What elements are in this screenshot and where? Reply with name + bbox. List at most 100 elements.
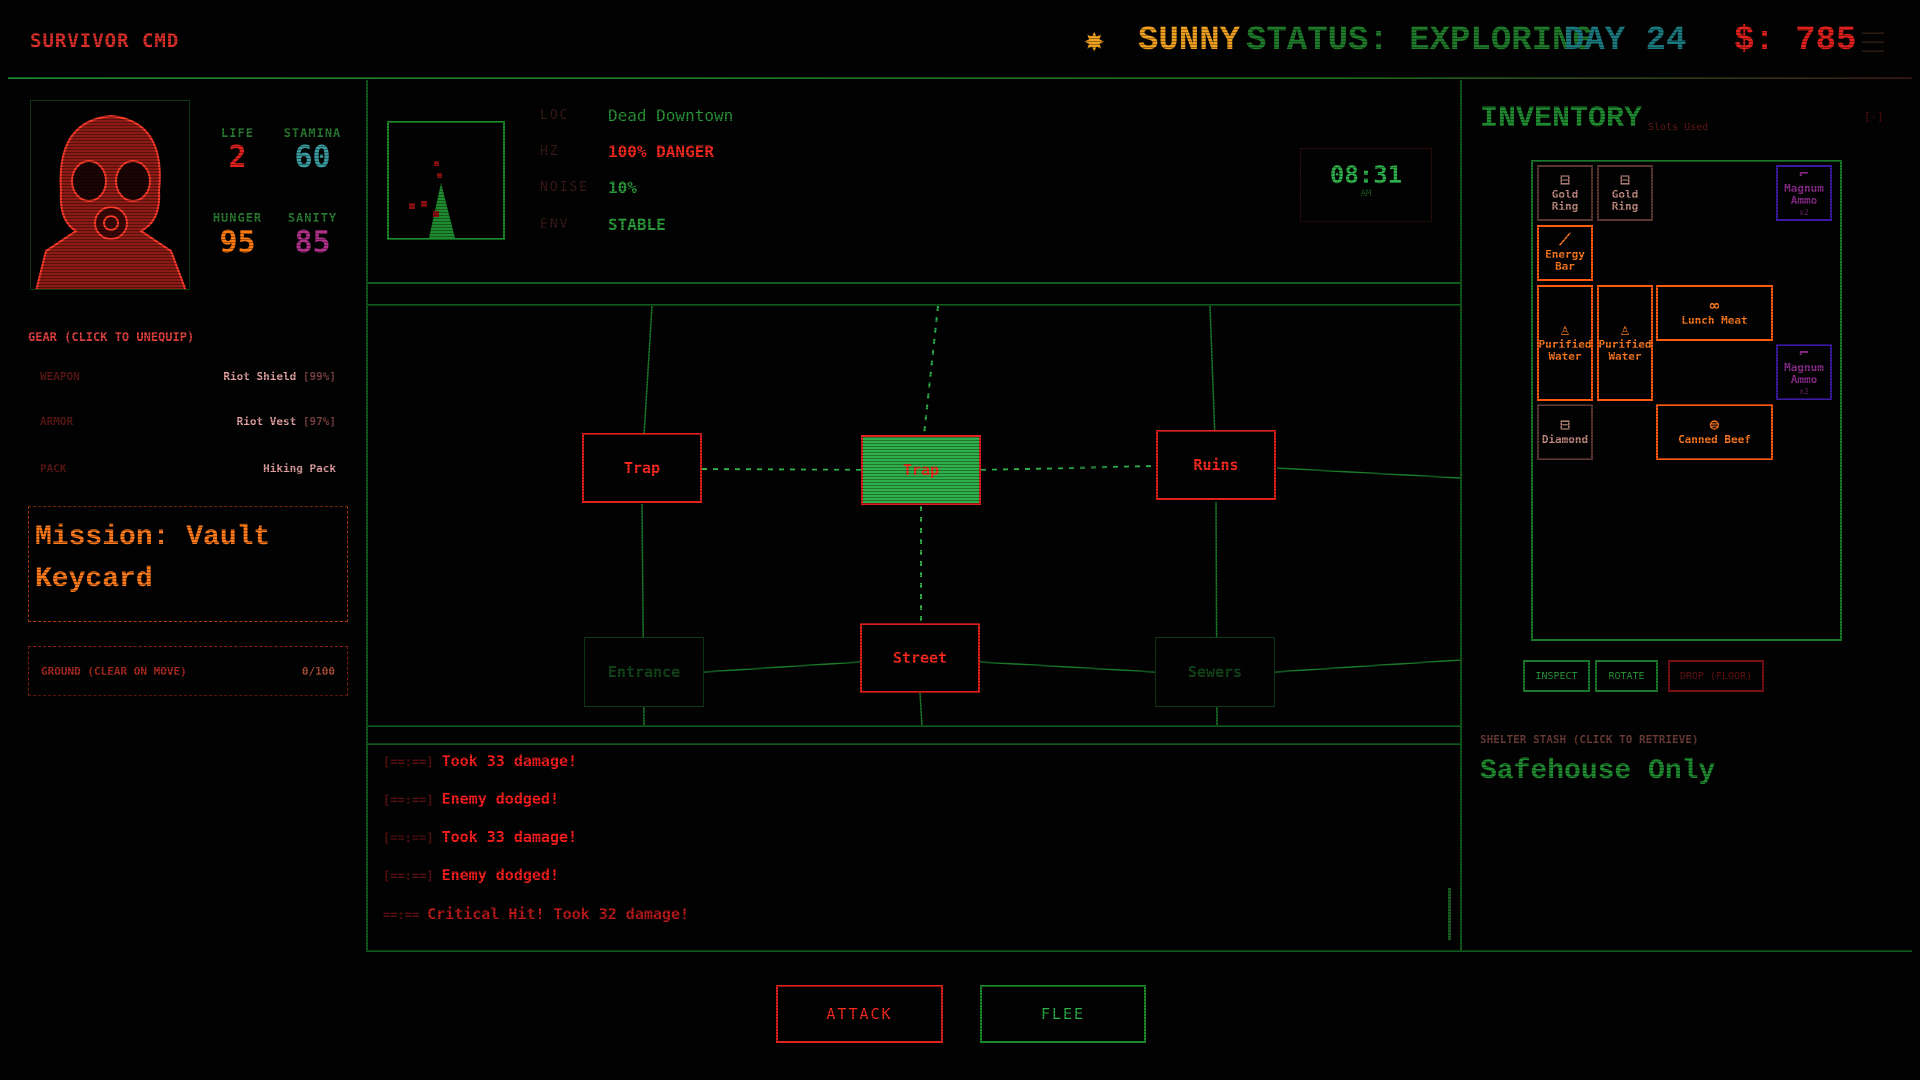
ground-box[interactable]: GROUND (CLEAR ON MOVE)0/100 <box>28 646 348 696</box>
rotate-button[interactable]: ROTATE <box>1595 660 1658 692</box>
gear-item: Hiking Pack <box>263 462 336 475</box>
ground-label: GROUND (CLEAR ON MOVE) <box>41 664 187 678</box>
log-divider <box>367 725 1460 745</box>
stat-value: 95 <box>219 225 256 260</box>
attack-button[interactable]: ATTACK <box>776 985 943 1043</box>
log-entry: [==:==] Enemy dodged! <box>383 790 559 808</box>
item-name: Purified Water <box>1598 337 1652 363</box>
loc-value: Dead Downtown <box>608 106 734 125</box>
item-qty: x2 <box>1799 386 1809 396</box>
gear-item: Riot Shield <box>223 370 297 383</box>
item-name: Energy Bar <box>1545 247 1585 273</box>
item-name: Magnum Ammo <box>1784 181 1824 207</box>
stat-value: 60 <box>294 140 331 175</box>
log-timestamp: [==:==] <box>383 755 434 769</box>
inventory-item-purified-water[interactable]: ♙Purified Water <box>1537 285 1593 401</box>
radar <box>387 121 505 240</box>
inventory-item-diamond[interactable]: ⊟Diamond <box>1537 404 1593 460</box>
log-timestamp: [==:==] <box>383 869 434 883</box>
mission-title: Mission: Vault Keycard <box>35 522 271 595</box>
map-node-trap[interactable]: Trap <box>582 433 702 503</box>
day-counter: DAY 24 <box>1564 22 1687 60</box>
gun-icon: ⌐ <box>1799 163 1809 183</box>
env-value: STABLE <box>608 215 666 234</box>
ring-box-icon: ⊟ <box>1620 169 1630 189</box>
item-qty: x2 <box>1799 207 1809 217</box>
drop-button[interactable]: DROP (FLOOR) <box>1668 660 1764 692</box>
item-name: Gold Ring <box>1551 187 1579 213</box>
stat-value: 2 <box>228 140 247 175</box>
shelter-stash-status[interactable]: Safehouse Only <box>1480 756 1716 787</box>
stat-label: HUNGER <box>212 211 263 225</box>
collapse-inventory-button[interactable]: [-] <box>1864 110 1884 123</box>
noise-label: NOISE <box>540 180 590 195</box>
log-entry: [==:==] Took 33 damage! <box>383 752 577 770</box>
inventory-title: INVENTORY <box>1480 102 1643 136</box>
log-text: Enemy dodged! <box>441 790 559 808</box>
loc-label: LOC <box>540 108 570 123</box>
log-timestamp: ==:== <box>383 908 420 922</box>
bottom-divider <box>367 950 1912 952</box>
map-node-sewers[interactable]: Sewers <box>1155 637 1275 707</box>
log-entry: ==:== Critical Hit! Took 32 damage! <box>383 905 689 923</box>
inventory-item-lunch-meat[interactable]: ∞Lunch Meat <box>1656 285 1773 341</box>
gasmask-survivor-icon <box>35 114 187 289</box>
inventory-item-canned-beef[interactable]: ⊜Canned Beef <box>1656 404 1773 460</box>
log-entry: [==:==]Took 33 damage! <box>383 828 577 846</box>
log-timestamp: [==:==] <box>383 793 434 807</box>
clock-ampm: AM <box>1360 189 1372 199</box>
inventory-grid[interactable] <box>1531 160 1842 641</box>
log-entry: [==:==] Enemy dodged! <box>383 866 559 884</box>
bar-icon: ⟋ <box>1559 229 1571 249</box>
map-node-street[interactable]: Street <box>860 623 980 693</box>
inspect-button[interactable]: INSPECT <box>1523 660 1590 692</box>
hazard-label: HZ <box>540 144 560 159</box>
meat-icon: ∞ <box>1709 295 1720 315</box>
map-node-current-trap[interactable]: Trap <box>861 435 981 505</box>
item-name: Canned Beef <box>1678 432 1751 446</box>
inventory-item-gold-ring[interactable]: ⊟Gold Ring <box>1597 165 1653 221</box>
slots-used-label: Slots Used <box>1648 122 1709 133</box>
can-icon: ⊜ <box>1709 414 1720 434</box>
gun-icon: ⌐ <box>1799 342 1809 362</box>
env-label: ENV <box>540 217 570 232</box>
inventory-item-purified-water[interactable]: ♙Purified Water <box>1597 285 1653 401</box>
gear-slot-pack[interactable]: PACK Hiking Pack <box>40 462 336 475</box>
sun-icon: ✸ <box>1084 24 1105 62</box>
gear-condition: [97%] <box>302 415 336 428</box>
stat-label: SANITY <box>287 211 338 225</box>
item-name: Magnum Ammo <box>1784 360 1824 386</box>
inventory-item-energy-bar[interactable]: ⟋Energy Bar <box>1537 225 1593 281</box>
flee-button[interactable]: FLEE <box>980 985 1146 1043</box>
log-text: Critical Hit! Took 32 damage! <box>427 905 690 923</box>
player-panel <box>6 80 368 952</box>
game-status: STATUS: EXPLORING <box>1246 22 1593 60</box>
map-node-entrance[interactable]: Entrance <box>584 637 704 707</box>
map-node-ruins[interactable]: Ruins <box>1156 430 1276 500</box>
hamburger-menu-icon[interactable] <box>1862 32 1884 52</box>
inventory-item-gold-ring[interactable]: ⊟Gold Ring <box>1537 165 1593 221</box>
log-text: Took 33 damage! <box>441 752 578 770</box>
money-counter: $: 785 <box>1734 22 1857 60</box>
clock: 08:31 AM <box>1300 148 1432 222</box>
log-timestamp: [==:==] <box>383 831 434 845</box>
log-text: Enemy dodged! <box>441 866 559 884</box>
stat-label: STAMINA <box>283 126 342 140</box>
hazard-value: 100% DANGER <box>608 142 714 161</box>
gear-item: Riot Vest <box>236 415 297 428</box>
bottle-icon: ♙ <box>1560 319 1570 339</box>
stat-value: 85 <box>294 225 331 260</box>
log-scrollbar[interactable] <box>1448 888 1451 940</box>
header-divider <box>8 77 1912 79</box>
mission-box: Mission: Vault Keycard <box>28 506 348 622</box>
gear-slot-label: PACK <box>40 462 67 475</box>
map-divider <box>367 282 1460 306</box>
